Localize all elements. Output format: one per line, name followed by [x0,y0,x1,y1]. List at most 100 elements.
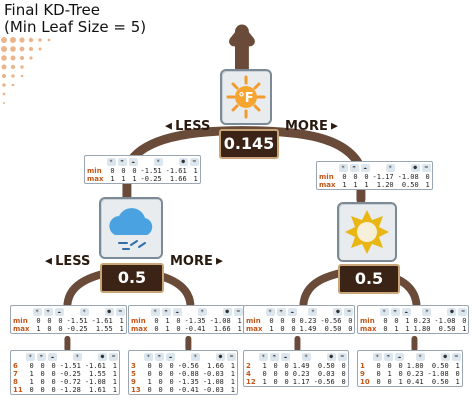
drop-icon: ● [222,308,232,316]
column-header: ☀ [176,351,201,362]
row-label: 10 [360,378,370,386]
table-header: ☀☂☁☀●≈ [129,351,237,362]
column-header: ☂ [269,351,280,362]
column-header: ☀ [150,306,161,317]
table-cell: 0 [158,370,163,378]
row-label: 7 [13,370,18,378]
table-cell: 0 [262,370,267,378]
column-header: ☂ [383,351,394,362]
sun-icon: ☀ [338,164,348,172]
table-header: ☀☂☁☀●≈ [129,306,244,317]
column-header: ☀ [405,351,426,362]
column-header: ● [208,306,233,317]
table-cell: 0 [147,386,152,394]
table-cell: 0 [51,370,56,378]
root-less-text: LESS [175,119,211,134]
row-label: 11 [13,386,23,394]
decorative-dots [1,37,51,104]
table-cell: -1.08 [202,378,224,386]
header-corner [244,351,258,362]
table-cell: 0 [51,362,56,370]
column-header: ☀ [106,156,117,167]
table-cell: 0 [273,370,278,378]
table-cell: 0 [58,325,63,333]
table-cell: 1.61 [89,386,106,394]
root-less-label: ◀ LESS [165,119,211,134]
table-cell: 0.50 [431,378,449,386]
column-header: ☁ [128,156,139,167]
table-cell: 0.50 [438,325,456,333]
row-label: 1 [360,362,365,370]
table-cell: 0 [51,386,56,394]
table-cell: 0 [110,167,115,175]
row-label: min [87,167,102,175]
table-cell: 1 [147,378,152,386]
wind-icon: ≈ [189,158,199,166]
cloud-icon: ☁ [360,164,370,172]
table-cell: 0 [398,362,403,370]
table-cell: 0 [36,317,41,325]
table-cell: 1 [119,317,124,325]
table-cell: 0 [147,362,152,370]
wind-icon: ≈ [226,353,236,361]
table-cell: 0 [341,362,346,370]
drop-icon: ● [447,308,457,316]
table-cell: 0 [348,317,353,325]
table-cell: -0.56 [177,362,199,370]
column-header: ☁ [360,162,371,173]
table-cell: -0.56 [320,317,342,325]
table-cell: 0 [387,378,392,386]
table-cell: 0 [273,362,278,370]
table-cell: -1.35 [184,317,206,325]
table-header: ☀☂☁☀●≈ [11,306,126,317]
table-cell: 0 [455,370,460,378]
drop-icon: ● [410,164,420,172]
cloud-icon: ☁ [128,158,138,166]
table-cell: 1.49 [292,362,310,370]
left-more-text: MORE [170,254,213,269]
table-header: ☀☂☁☀●≈ [244,306,354,317]
cloud-icon: ☁ [401,308,411,316]
table-header: ☀☂☁☀●≈ [85,156,200,167]
table-cell: 1 [119,325,124,333]
row-label: max [131,325,148,333]
table-cell: 1 [112,386,117,394]
table-cell: 0 [169,386,174,394]
drop-icon: ● [440,353,450,361]
row-label: 13 [131,386,141,394]
table-cell: 1 [237,317,242,325]
column-header: ≈ [189,156,200,167]
column-header: ☁ [165,351,176,362]
table-cell: -0.41 [177,386,199,394]
table-cell: 0 [462,317,467,325]
column-header: ☂ [43,306,54,317]
table-cell: 0 [376,378,381,386]
table-cell: -0.25 [140,175,162,183]
table-cell: 0 [58,317,63,325]
sun-icon: ☀ [379,308,389,316]
row-label: min [131,317,146,325]
table-cell: 1 [110,175,115,183]
table-cell: 0 [40,370,45,378]
table-cell: 0.50 [317,362,335,370]
wind-icon: ≈ [451,353,461,361]
wind-icon: ≈ [421,164,431,172]
sun-icon: ☀ [258,353,268,361]
table-cell: 1 [364,181,369,189]
cloud-rain-icon: ☂ [383,353,393,361]
table-cell: 0 [280,317,285,325]
table-cell: 0 [154,317,159,325]
sun-icon: ☀ [25,353,35,361]
table-cell: 1 [230,378,235,386]
